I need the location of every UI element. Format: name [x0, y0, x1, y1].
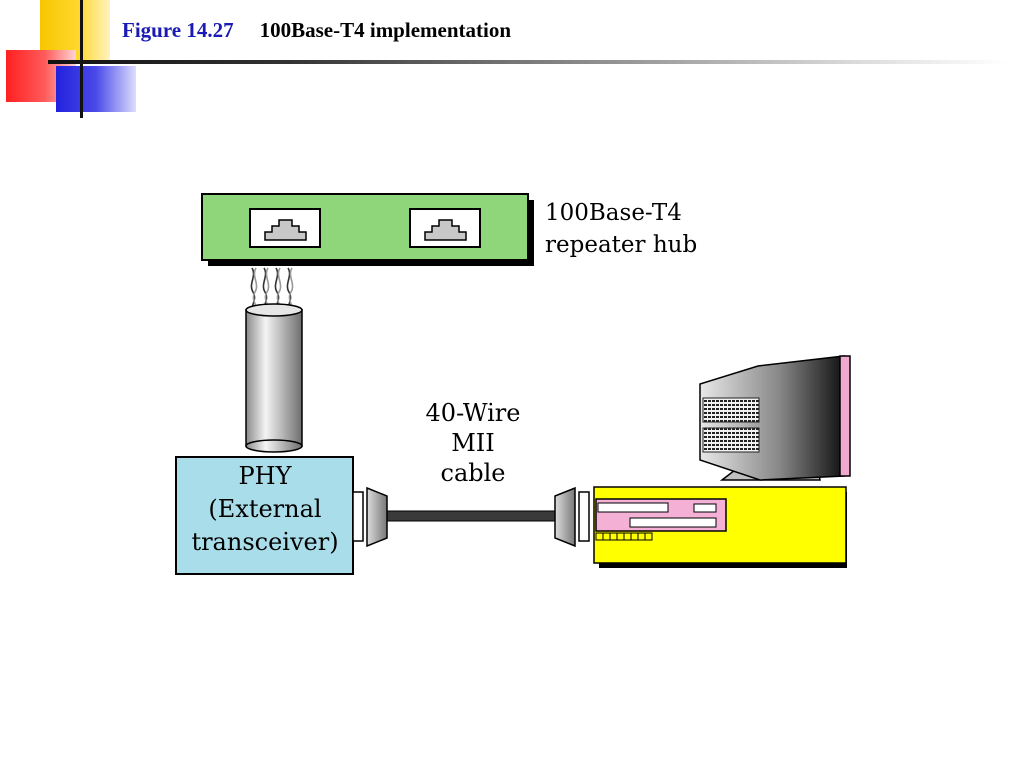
- system-unit: [593, 486, 847, 568]
- hub-label-line-1: 100Base-T4: [545, 200, 682, 226]
- figure-title: 100Base-T4 implementation: [259, 18, 512, 42]
- phy-label-line-2: (External: [208, 495, 322, 523]
- cable-label-line-3: cable: [440, 459, 506, 487]
- cable-label-line-1: 40-Wire: [425, 399, 521, 427]
- hub-label-line-2: repeater hub: [545, 232, 698, 258]
- phy-label-line-3: transceiver): [191, 528, 339, 556]
- decor-blue-block: [56, 66, 136, 112]
- cable-jacket: [245, 303, 303, 453]
- phy-label-line-1: PHY: [238, 462, 292, 490]
- decor-vertical-line: [80, 0, 83, 118]
- cable-label: 40-Wire MII cable: [405, 398, 541, 488]
- phy-label: PHY (External transceiver): [177, 460, 353, 559]
- phy-box: [175, 456, 354, 575]
- slide-title: Figure 14.27 100Base-T4 implementation: [122, 18, 511, 43]
- repeater-hub: [201, 193, 534, 266]
- hub-port-2: [409, 208, 481, 248]
- computer: [593, 355, 851, 568]
- figure-label: Figure 14.27: [122, 18, 234, 42]
- mii-cable: [352, 486, 590, 548]
- hub-label: 100Base-T4 repeater hub: [545, 197, 697, 261]
- decor-horizontal-line: [48, 60, 1008, 64]
- monitor: [699, 355, 851, 481]
- cable-label-line-2: MII: [451, 429, 495, 457]
- hub-port-1: [249, 208, 321, 248]
